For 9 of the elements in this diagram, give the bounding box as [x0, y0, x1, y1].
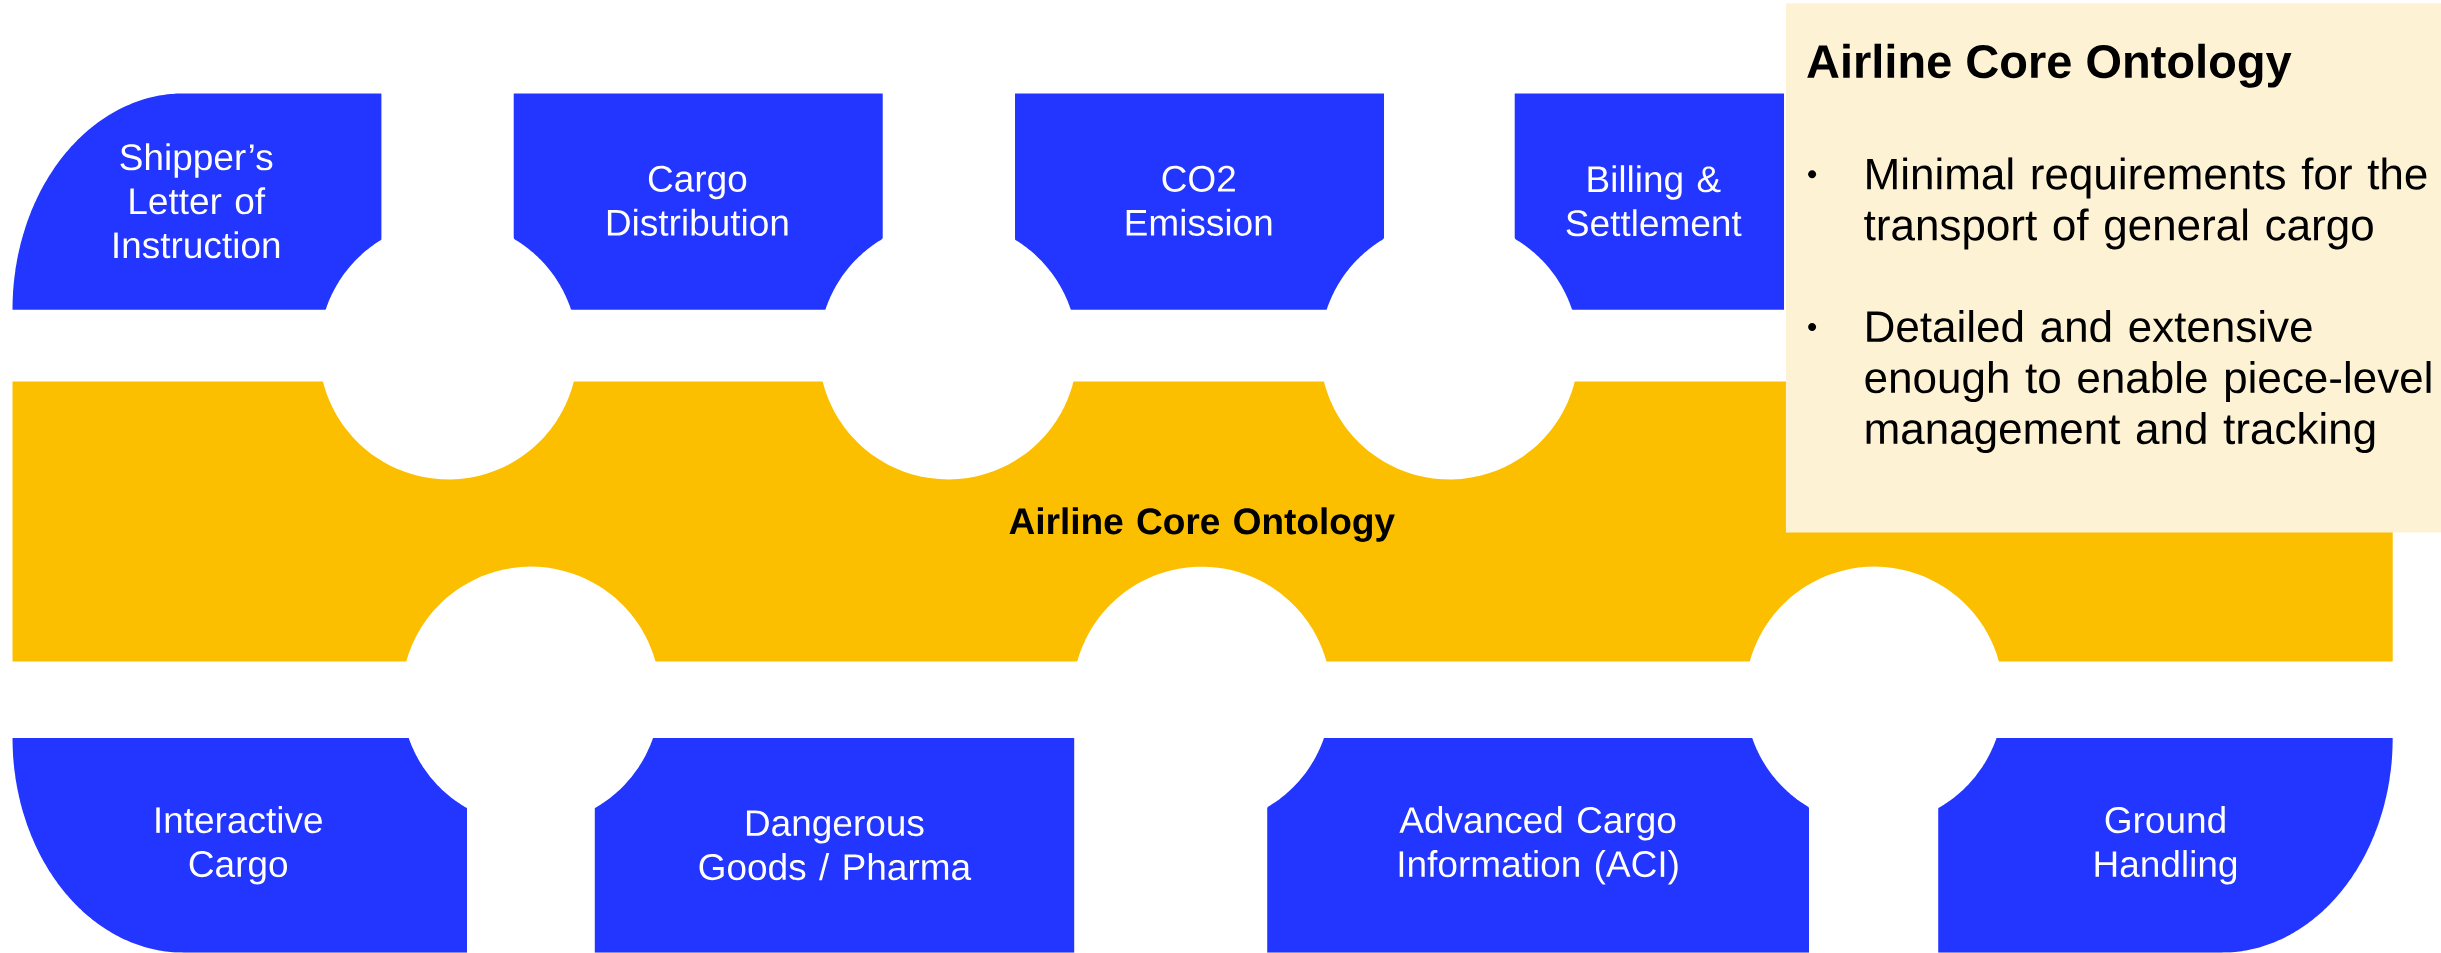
module-tile: Dangerous Goods / Pharma	[594, 738, 1075, 953]
module-tile: Billing & Settlement	[1514, 93, 1784, 310]
module-tile: Ground Handling	[1938, 738, 2393, 953]
info-callout: Airline Core Ontology Minimal requirements for the transport of general cargo Detailed and extensive enough to enable piece-level management and tracking	[1785, 3, 2441, 533]
module-tile: Interactive Cargo	[12, 738, 467, 953]
module-tile: Cargo Distribution	[513, 93, 883, 310]
module-tile: CO2 Emission	[1015, 93, 1384, 310]
module-tile: Advanced Cargo Information (ACI)	[1267, 738, 1809, 953]
module-tile: Shipper’s Letter of Instruction	[12, 93, 382, 310]
